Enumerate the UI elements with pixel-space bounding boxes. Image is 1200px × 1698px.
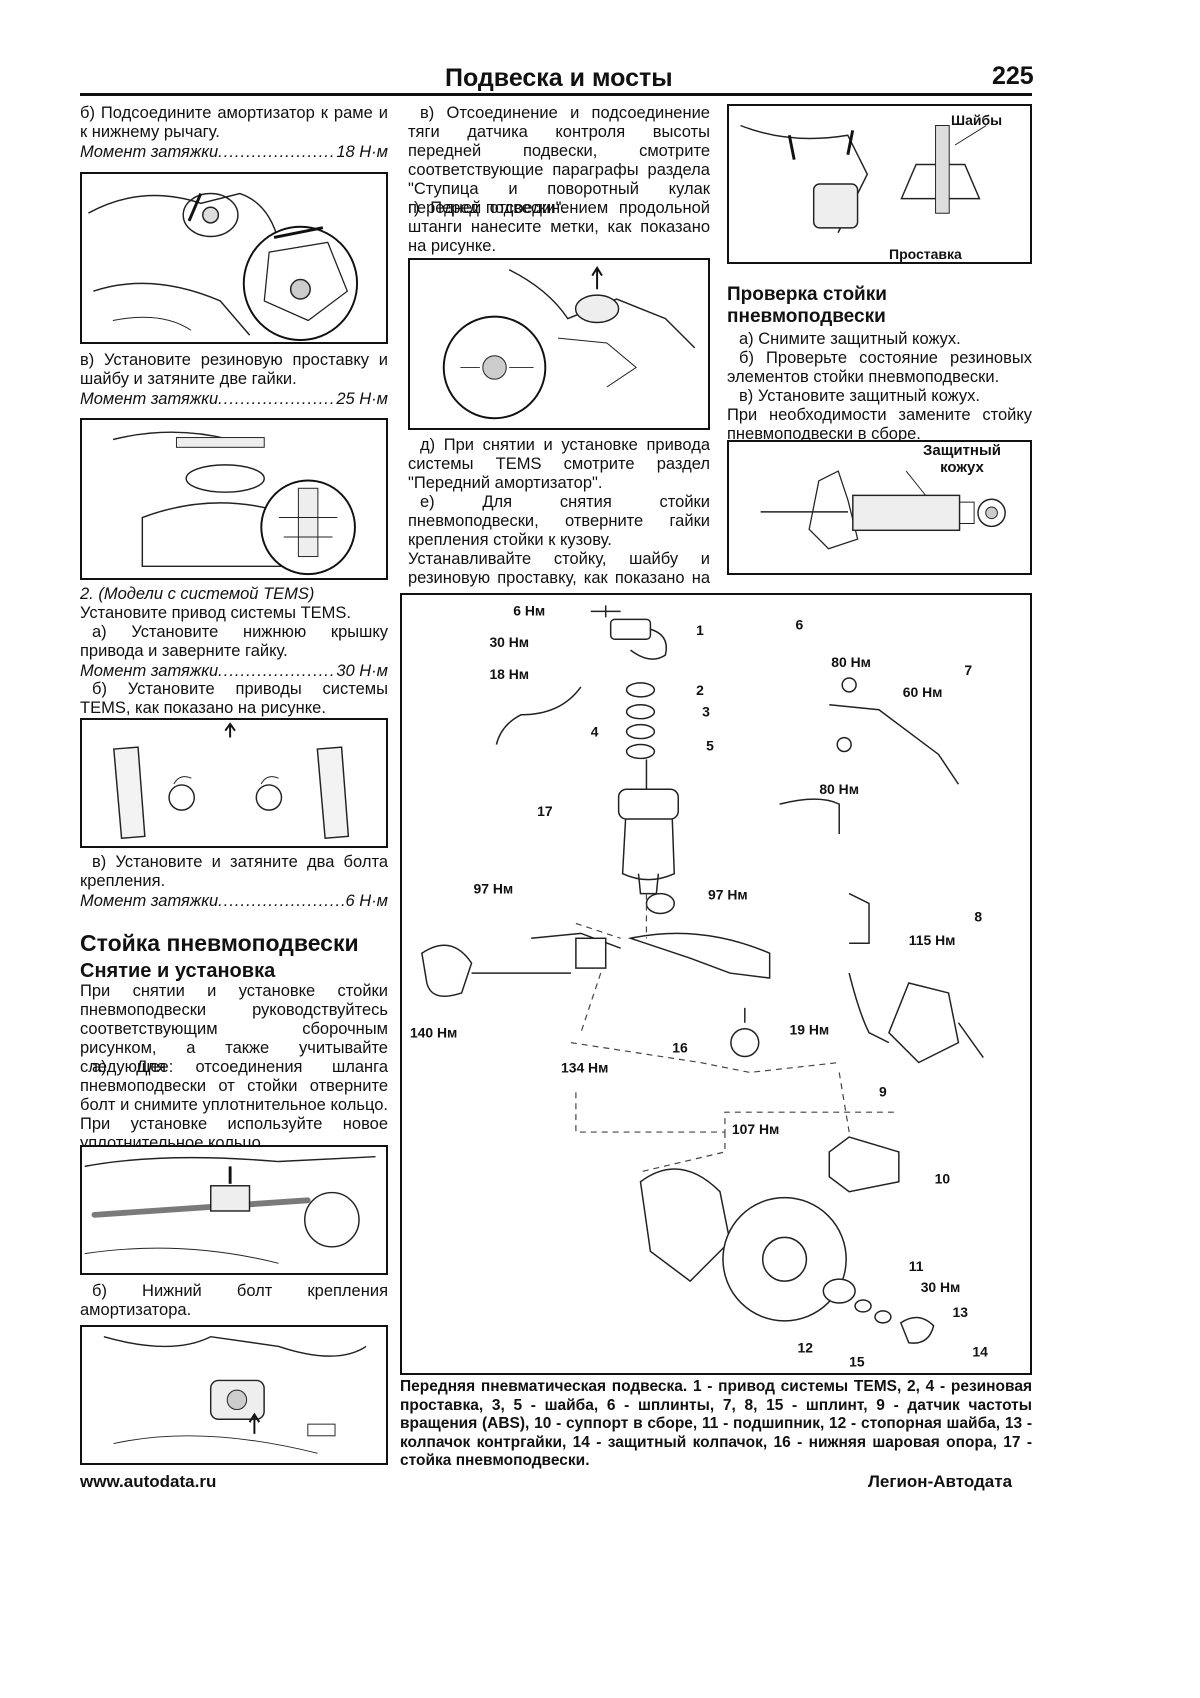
paragraph: е) Для снятия стойки пневмоподвески, отв…: [408, 493, 710, 549]
part-number: 9: [879, 1083, 887, 1099]
figure-label: Проставка: [889, 246, 962, 262]
figure-exploded-suspension: 6 Нм 30 Нм 18 Нм 80 Нм 60 Нм 80 Нм 97 Нм…: [400, 593, 1032, 1375]
part-number: 16: [672, 1040, 688, 1056]
paragraph: а) Снимите защитный кожух.: [739, 330, 961, 348]
figure-spacer-install: [80, 418, 388, 580]
paragraph: 2. (Модели с системой TEMS): [80, 585, 315, 603]
protective-cover-drawing: [760, 470, 1006, 550]
figure-label: Защитный кожух: [922, 442, 1002, 476]
lower-bolt-drawing: [103, 1335, 367, 1454]
figure-shock-mount: [80, 172, 388, 344]
air-hose-drawing: [84, 1155, 376, 1264]
figure-lower-bolt: [80, 1325, 388, 1465]
part-number: 8: [974, 908, 982, 924]
torque-label: Момент затяжки: [80, 143, 219, 161]
torque-value: 6 Н·м: [345, 892, 388, 910]
torque-line: Момент затяжки 6 Н·м: [80, 891, 388, 911]
page-title: Подвеска и мосты: [445, 64, 673, 92]
paragraph: д) При снятии и установке привода систем…: [408, 436, 710, 492]
part-number: 4: [591, 724, 599, 740]
exploded-suspension-drawing: 6 Нм 30 Нм 18 Нм 80 Нм 60 Нм 80 Нм 97 Нм…: [410, 602, 988, 1370]
part-number: 13: [952, 1304, 968, 1320]
torque-callout: 18 Нм: [489, 666, 529, 682]
torque-callout: 30 Нм: [489, 634, 529, 650]
figure-protective-cover: Защитный кожух: [727, 440, 1032, 575]
torque-callout: 80 Нм: [819, 781, 859, 797]
paragraph: в) Установите и затяните два болта крепл…: [80, 853, 388, 890]
figure-tems-actuators: [80, 718, 388, 848]
footer-url[interactable]: www.autodata.ru: [80, 1472, 217, 1491]
paragraph: б) Проверьте состояние резиновых элемент…: [727, 349, 1032, 386]
torque-callout: 30 Нм: [921, 1279, 961, 1295]
paragraph: в) Отсоединение и подсоединение тяги дат…: [408, 104, 710, 217]
paragraph: а) Для отсоединения шланга пневмоподвеск…: [80, 1058, 388, 1152]
torque-callout: 60 Нм: [903, 684, 943, 700]
torque-line: Момент затяжки 25 Н·м: [80, 389, 388, 409]
part-number: 15: [849, 1354, 865, 1370]
part-number: 3: [702, 704, 710, 720]
part-number: 17: [537, 803, 553, 819]
paragraph: б) Установите приводы системы TEMS, как …: [80, 680, 388, 717]
washers-spacer-drawing: [740, 124, 987, 234]
part-number: 10: [935, 1171, 951, 1187]
part-number: 2: [696, 682, 704, 698]
header-rule: [80, 93, 1032, 96]
page-number: 225: [992, 62, 1034, 90]
torque-label: Момент затяжки: [80, 390, 219, 408]
paragraph: б) Подсоедините амортизатор к раме и к н…: [80, 104, 388, 141]
paragraph: в) Установите резиновую проставку и шайб…: [80, 351, 388, 388]
section-heading: Стойка пневмоподвески: [80, 930, 359, 956]
tems-actuators-drawing: [113, 722, 350, 840]
paragraph: При снятии и установке стойки пневмоподв…: [80, 982, 388, 1076]
torque-value: 18 Н·м: [336, 143, 388, 161]
shock-mount-drawing: [88, 192, 359, 342]
figure-caption: Передняя пневматическая подвеска. 1 - пр…: [400, 1378, 1032, 1469]
figure-label: Шайбы: [951, 112, 1003, 128]
torque-callout: 19 Нм: [790, 1022, 830, 1038]
spacer-install-drawing: [112, 431, 356, 576]
paragraph: б) Нижний болт крепления амортизатора.: [80, 1282, 388, 1319]
footer-publisher: Легион-Автодата: [868, 1472, 1013, 1491]
torque-label: Момент затяжки: [80, 662, 219, 680]
part-number: 14: [972, 1344, 988, 1360]
part-number: 5: [706, 737, 714, 753]
part-number: 12: [797, 1340, 813, 1356]
torque-callout: 115 Нм: [909, 932, 956, 948]
torque-callout: 6 Нм: [513, 602, 545, 618]
figure-air-hose: [80, 1145, 388, 1275]
paragraph: При необходимости замените стойку пневмо…: [727, 406, 1032, 443]
figure-strut-bar-marks: [408, 258, 710, 430]
torque-callout: 140 Нм: [410, 1025, 457, 1041]
part-number: 1: [696, 622, 704, 638]
torque-callout: 134 Нм: [561, 1059, 608, 1075]
figure-washers-spacer: Шайбы Проставка: [727, 104, 1032, 264]
torque-line: Момент затяжки 18 Н·м: [80, 142, 388, 162]
part-number: 7: [964, 662, 972, 678]
torque-value: 25 Н·м: [336, 390, 388, 408]
paragraph: в) Установите защитный кожух.: [739, 387, 980, 405]
subsection-heading: Снятие и установка: [80, 960, 276, 982]
torque-line: Момент затяжки 30 Н·м: [80, 661, 388, 681]
torque-value: 30 Н·м: [336, 662, 388, 680]
strut-bar-drawing: [442, 265, 696, 420]
torque-callout: 80 Нм: [831, 654, 871, 670]
torque-callout: 97 Нм: [474, 881, 514, 897]
torque-callout: 107 Нм: [732, 1121, 779, 1137]
part-number: 6: [795, 616, 803, 632]
paragraph: Установите привод системы TEMS.: [80, 604, 351, 622]
paragraph: а) Установите нижнюю крышку привода и за…: [80, 623, 388, 660]
paragraph: г) Перед отсоединением продольной штанги…: [408, 199, 710, 255]
torque-label: Момент затяжки: [80, 892, 219, 910]
section-heading: Проверка стойки пневмоподвески: [727, 284, 887, 327]
torque-callout: 97 Нм: [708, 887, 748, 903]
part-number: 11: [909, 1258, 924, 1274]
